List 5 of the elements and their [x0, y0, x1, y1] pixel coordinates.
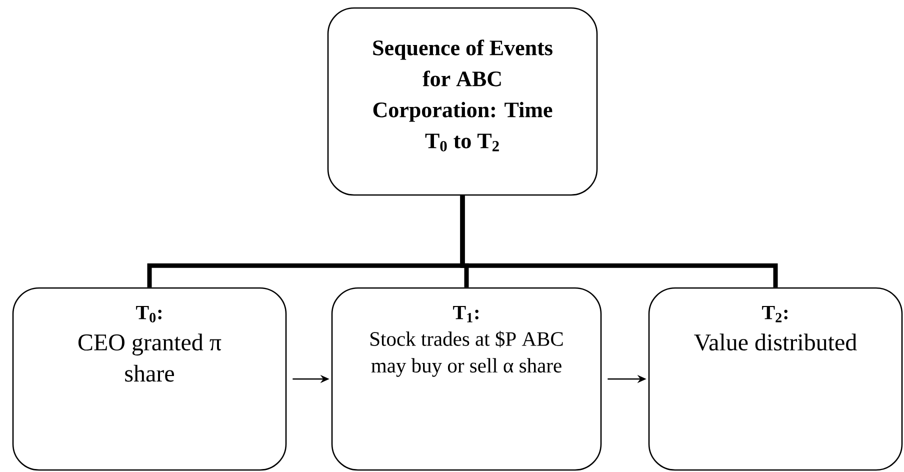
title-box: Sequence of Events for ABC Corporation: Time T$_{0}$ to T$_{2}$	[327, 7, 598, 196]
process-box: T$_{1}$: Stock trades at $P ABC may buy or sell α share	[331, 287, 602, 471]
connector-line	[460, 196, 778, 288]
process-box: T$_{2}$: Value distributed	[648, 287, 903, 471]
process-box: T$_{0}$: CEO granted π share	[12, 287, 287, 471]
